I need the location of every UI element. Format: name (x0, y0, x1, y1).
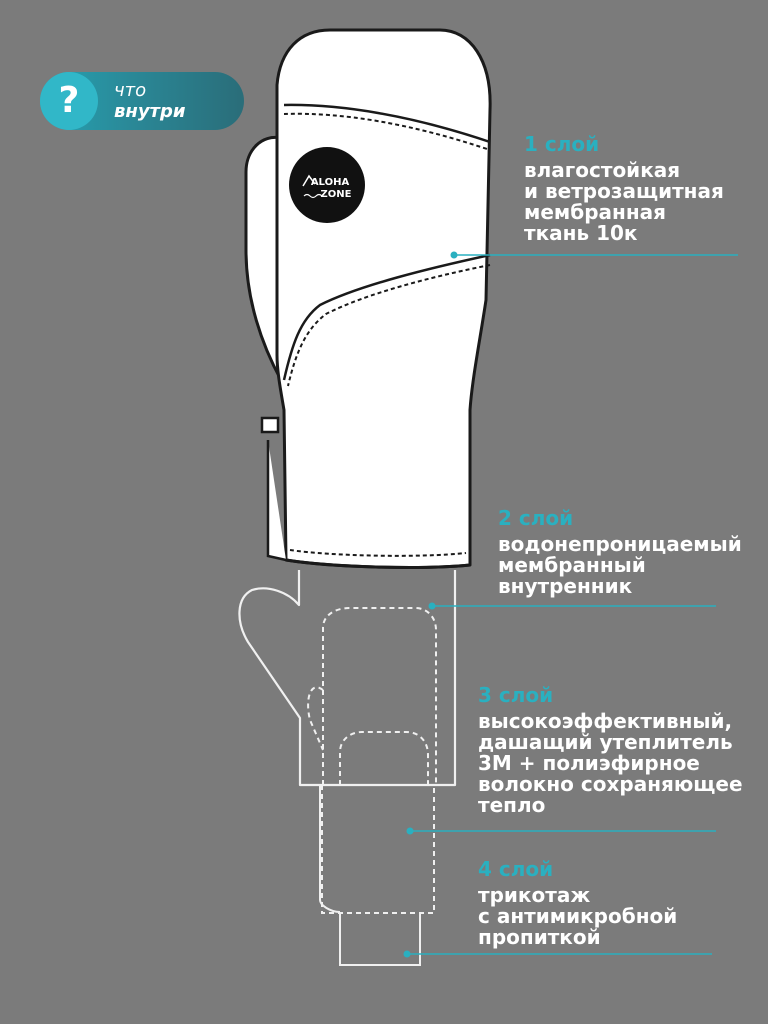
layer-1-text-line: влагостойкая (524, 158, 681, 182)
outer-mitten-seam-top (283, 103, 491, 144)
outer-mitten-stitch-panel (287, 264, 491, 387)
layer-3-text-line: высокоэффективный, (478, 709, 733, 733)
outer-mitten-seam-panel (282, 253, 491, 381)
outer-mitten-buckle (260, 416, 280, 434)
layer-2-description: 2 слой водонепроницаемый мембранный внут… (498, 506, 742, 597)
inner-membrane-mitten (238, 570, 457, 787)
knit-liner-outline (339, 731, 429, 785)
logo-line2: ZONE (321, 189, 352, 200)
membrane-mitten-outline (238, 570, 457, 787)
layer-1-description: 1 слой влагостойкая и ветрозащитная мемб… (524, 132, 724, 244)
question-mark: ? (58, 80, 80, 121)
layer-4-description: 4 слой трикотаж с антимикробной пропитко… (478, 857, 677, 948)
layer-3-text-line: дашащий утеплитель (478, 730, 733, 754)
outer-mitten-body (275, 28, 492, 569)
layer-3-description: 3 слой высокоэффективный, дашащий утепли… (478, 683, 743, 816)
layer-2-title: 2 слой (498, 506, 574, 530)
callout-pointers (403, 251, 738, 958)
layer-3-title: 3 слой (478, 683, 554, 707)
layer-4-text-line: пропиткой (478, 925, 601, 949)
layer-1-text-line: ткань 10к (524, 221, 638, 245)
knit-liner-fold (319, 785, 341, 913)
knit-liner-cuff (339, 913, 421, 966)
outer-mitten-stitch-cuff (289, 549, 467, 557)
insulation-thumb (307, 686, 324, 751)
layer-1-title: 1 слой (524, 132, 600, 156)
what-inside-badge: ? что внутри (40, 72, 244, 130)
layer-4-text-line: с антимикробной (478, 904, 678, 928)
insulation-cuff (321, 785, 435, 914)
badge-label: что внутри (114, 80, 234, 122)
outer-mitten-thumb (244, 135, 283, 382)
outer-mitten-stitch-top (283, 112, 491, 151)
badge-label-line2: внутри (114, 101, 186, 122)
layer-4-title: 4 слой (478, 857, 554, 881)
insulation-outline (322, 607, 437, 786)
layer-4-text-line: трикотаж (478, 883, 591, 907)
outer-mitten-hem (285, 558, 471, 569)
logo-line1: ALOHA (311, 177, 350, 188)
layer-2-text-line: внутренник (498, 574, 633, 598)
layer-1-text-line: мембранная (524, 200, 667, 224)
layer-3-text-line: 3М + полиэфирное (478, 751, 700, 775)
badge-label-line1: что (114, 80, 147, 101)
outer-mitten-cuff-side (266, 440, 287, 562)
layer-1-text-line: и ветрозащитная (524, 179, 724, 203)
insulation-layer (307, 607, 437, 914)
question-icon: ? (40, 72, 98, 130)
layer-3-text-line: тепло (478, 793, 546, 817)
outer-mitten (244, 28, 492, 569)
knit-liner (319, 731, 429, 966)
layer-2-text-line: мембранный (498, 553, 646, 577)
layer-2-text-line: водонепроницаемый (498, 532, 742, 556)
aloha-zone-logo: ALOHA ZONE (289, 147, 365, 223)
layer-3-text-line: волокно сохраняющее (478, 772, 743, 796)
